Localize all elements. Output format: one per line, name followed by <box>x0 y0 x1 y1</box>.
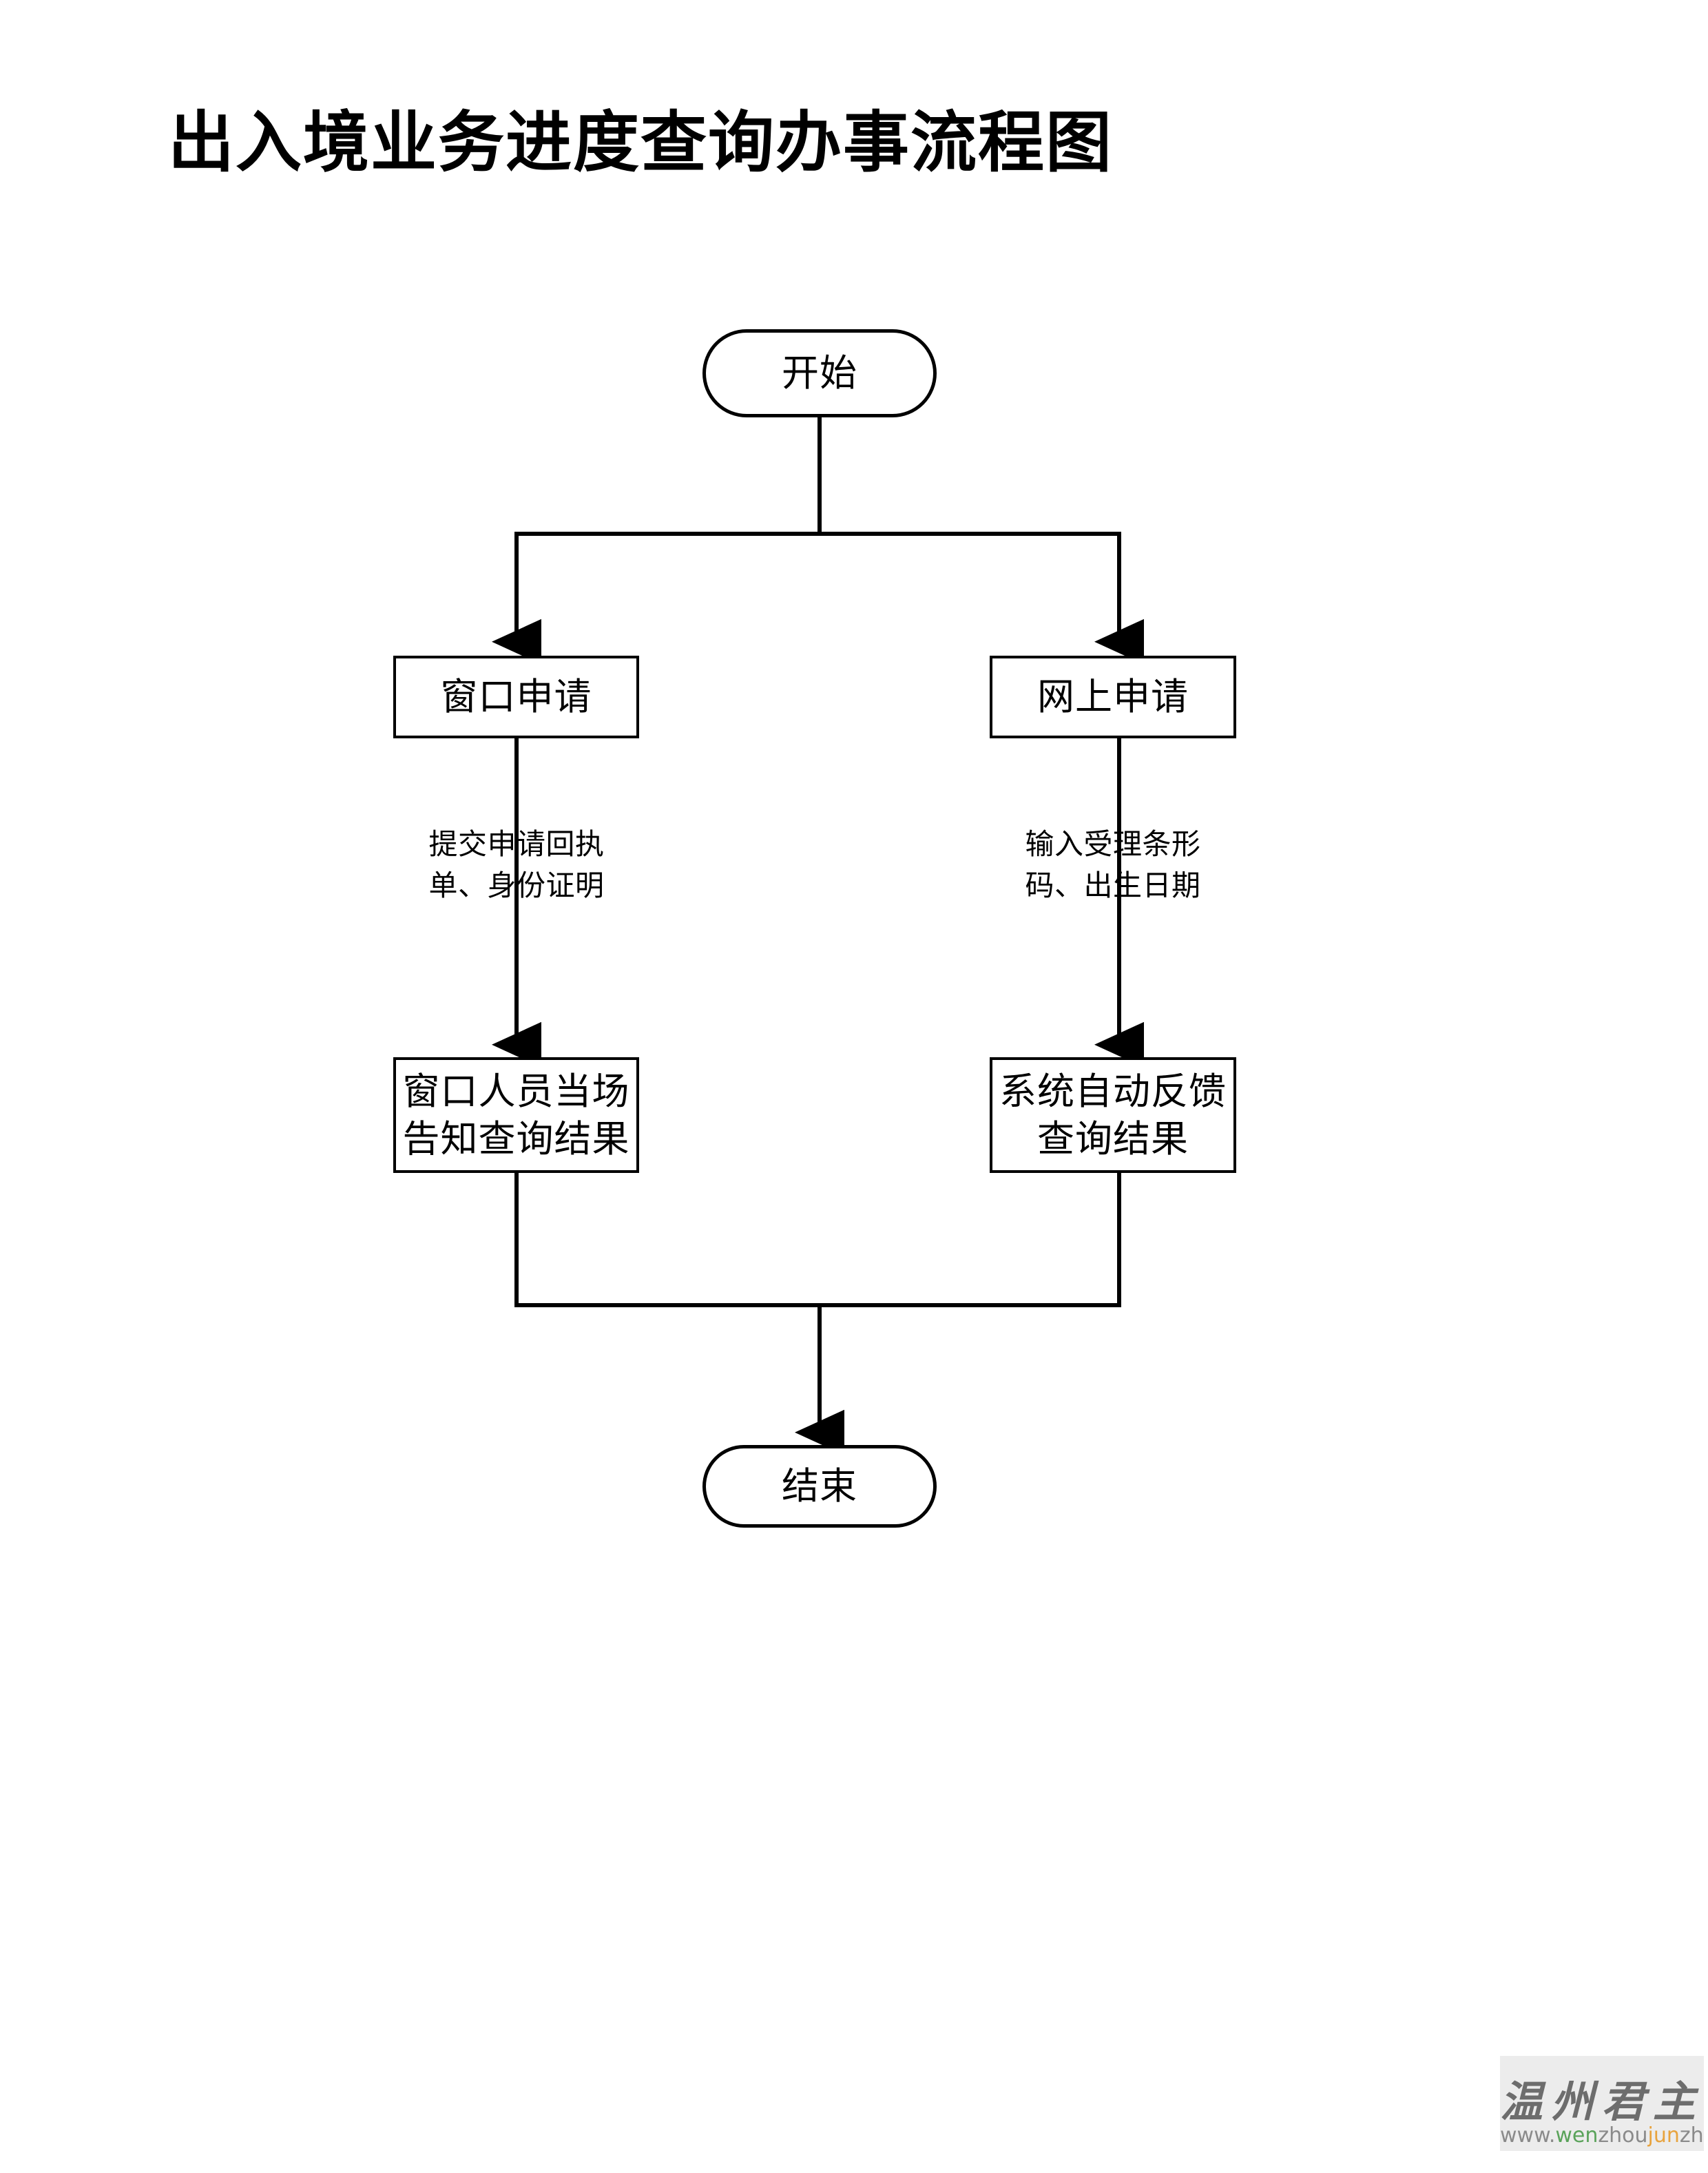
watermark-brand-text: 温州君主 <box>1500 2077 1704 2127</box>
node-system-auto-result-label: 系统自动反馈 查询结果 <box>999 1069 1227 1161</box>
node-system-auto-result[interactable]: 系统自动反馈 查询结果 <box>990 1057 1236 1173</box>
node-start[interactable]: 开始 <box>702 329 937 417</box>
node-start-label: 开始 <box>782 351 857 395</box>
watermark-url-segment-2: zhou <box>1598 2123 1648 2148</box>
node-end-label: 结束 <box>782 1464 857 1508</box>
edge-label-window-branch: 提交申请回执 单、身份证明 <box>428 827 605 902</box>
node-window-application[interactable]: 窗口申请 <box>393 656 639 738</box>
edge-label-online-branch: 输入受理条形 码、出生日期 <box>1025 827 1201 902</box>
watermark-url: www.wenzhoujunzhu.com <box>1500 2123 1704 2148</box>
watermark: 温州君主 www.wenzhoujunzhu.com <box>1500 2056 1704 2151</box>
watermark-url-segment-1: wen <box>1555 2123 1598 2148</box>
page-title: 出入境业务进度查询办事流程图 <box>168 104 1113 181</box>
watermark-url-segment-4: zhu.com <box>1679 2123 1704 2148</box>
node-online-application-label: 网上申请 <box>1037 675 1189 719</box>
node-end[interactable]: 结束 <box>702 1445 937 1528</box>
watermark-url-segment-3: jun <box>1647 2123 1680 2148</box>
node-window-application-label: 窗口申请 <box>440 675 592 719</box>
node-window-staff-result-label: 窗口人员当场 告知查询结果 <box>402 1069 630 1161</box>
watermark-url-segment-0: www. <box>1500 2123 1556 2148</box>
node-window-staff-result[interactable]: 窗口人员当场 告知查询结果 <box>393 1057 639 1173</box>
node-online-application[interactable]: 网上申请 <box>990 656 1236 738</box>
